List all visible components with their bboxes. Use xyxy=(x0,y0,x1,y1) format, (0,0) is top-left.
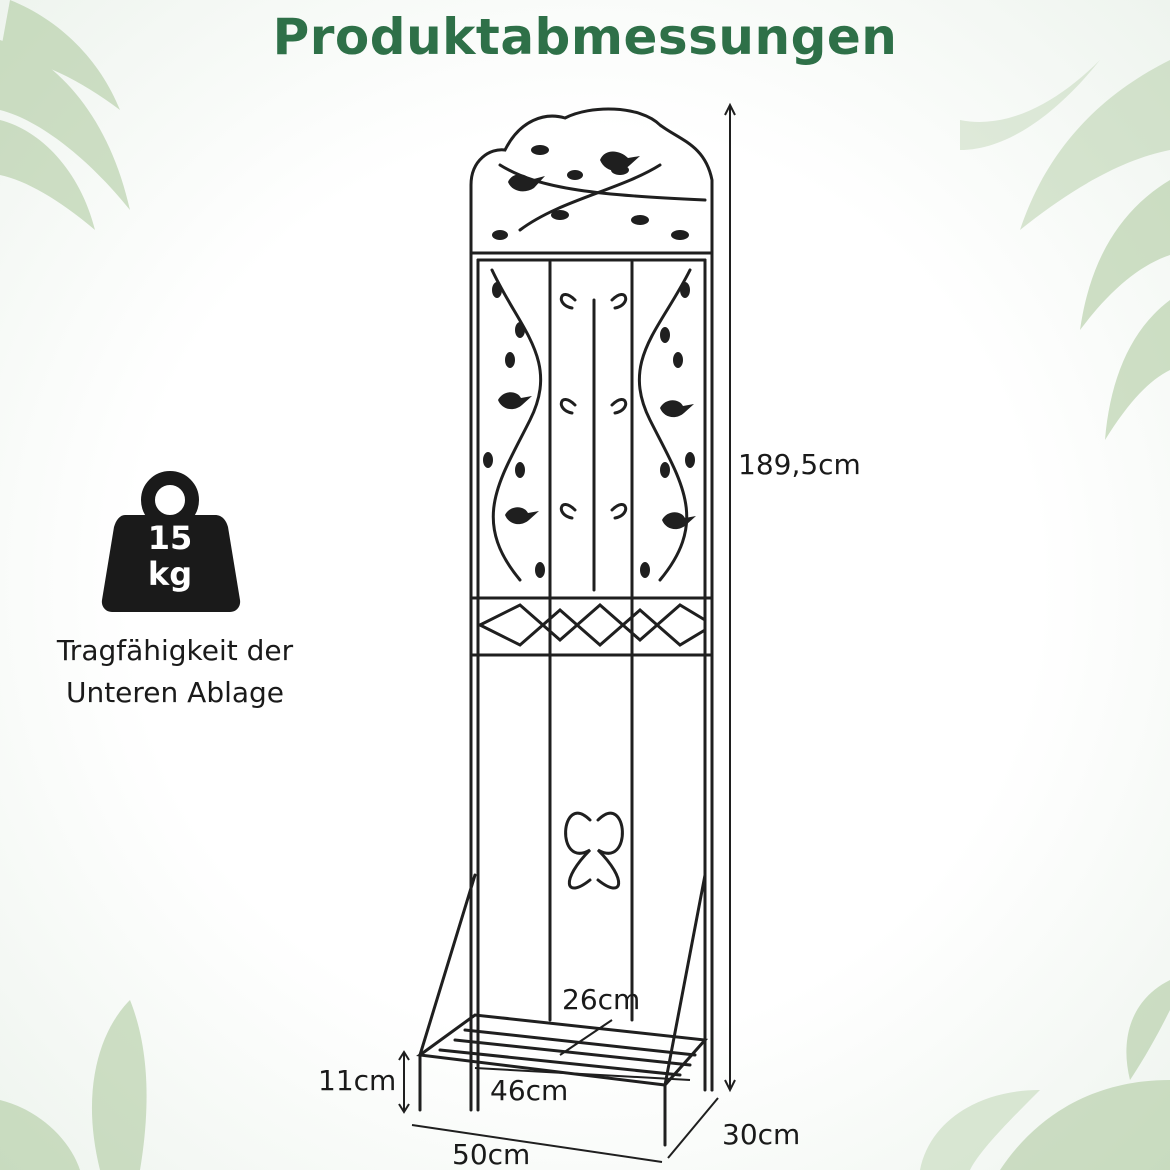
shelf-depth-inner-label: 26cm xyxy=(562,983,641,1016)
bird-motif xyxy=(483,145,696,578)
frame-arch xyxy=(469,107,714,1112)
page-title: Produktabmessungen xyxy=(272,8,898,66)
weight-unit: kg xyxy=(147,555,193,593)
weight-number: 15 xyxy=(147,519,193,557)
weight-caption-line1: Tragfähigkeit der xyxy=(56,634,294,667)
height-label: 189,5cm xyxy=(738,448,861,481)
base-depth-label: 30cm xyxy=(722,1118,801,1151)
dimension-lines xyxy=(398,102,736,1163)
shelf-height-label: 11cm xyxy=(318,1064,397,1097)
weight-caption: Tragfähigkeit der Unteren Ablage xyxy=(10,630,340,714)
weight-value: 15 kg xyxy=(120,520,220,592)
shelf-width-inner-label: 46cm xyxy=(490,1074,569,1107)
base-width-label: 50cm xyxy=(452,1138,531,1171)
weight-caption-line2: Unteren Ablage xyxy=(65,676,285,709)
